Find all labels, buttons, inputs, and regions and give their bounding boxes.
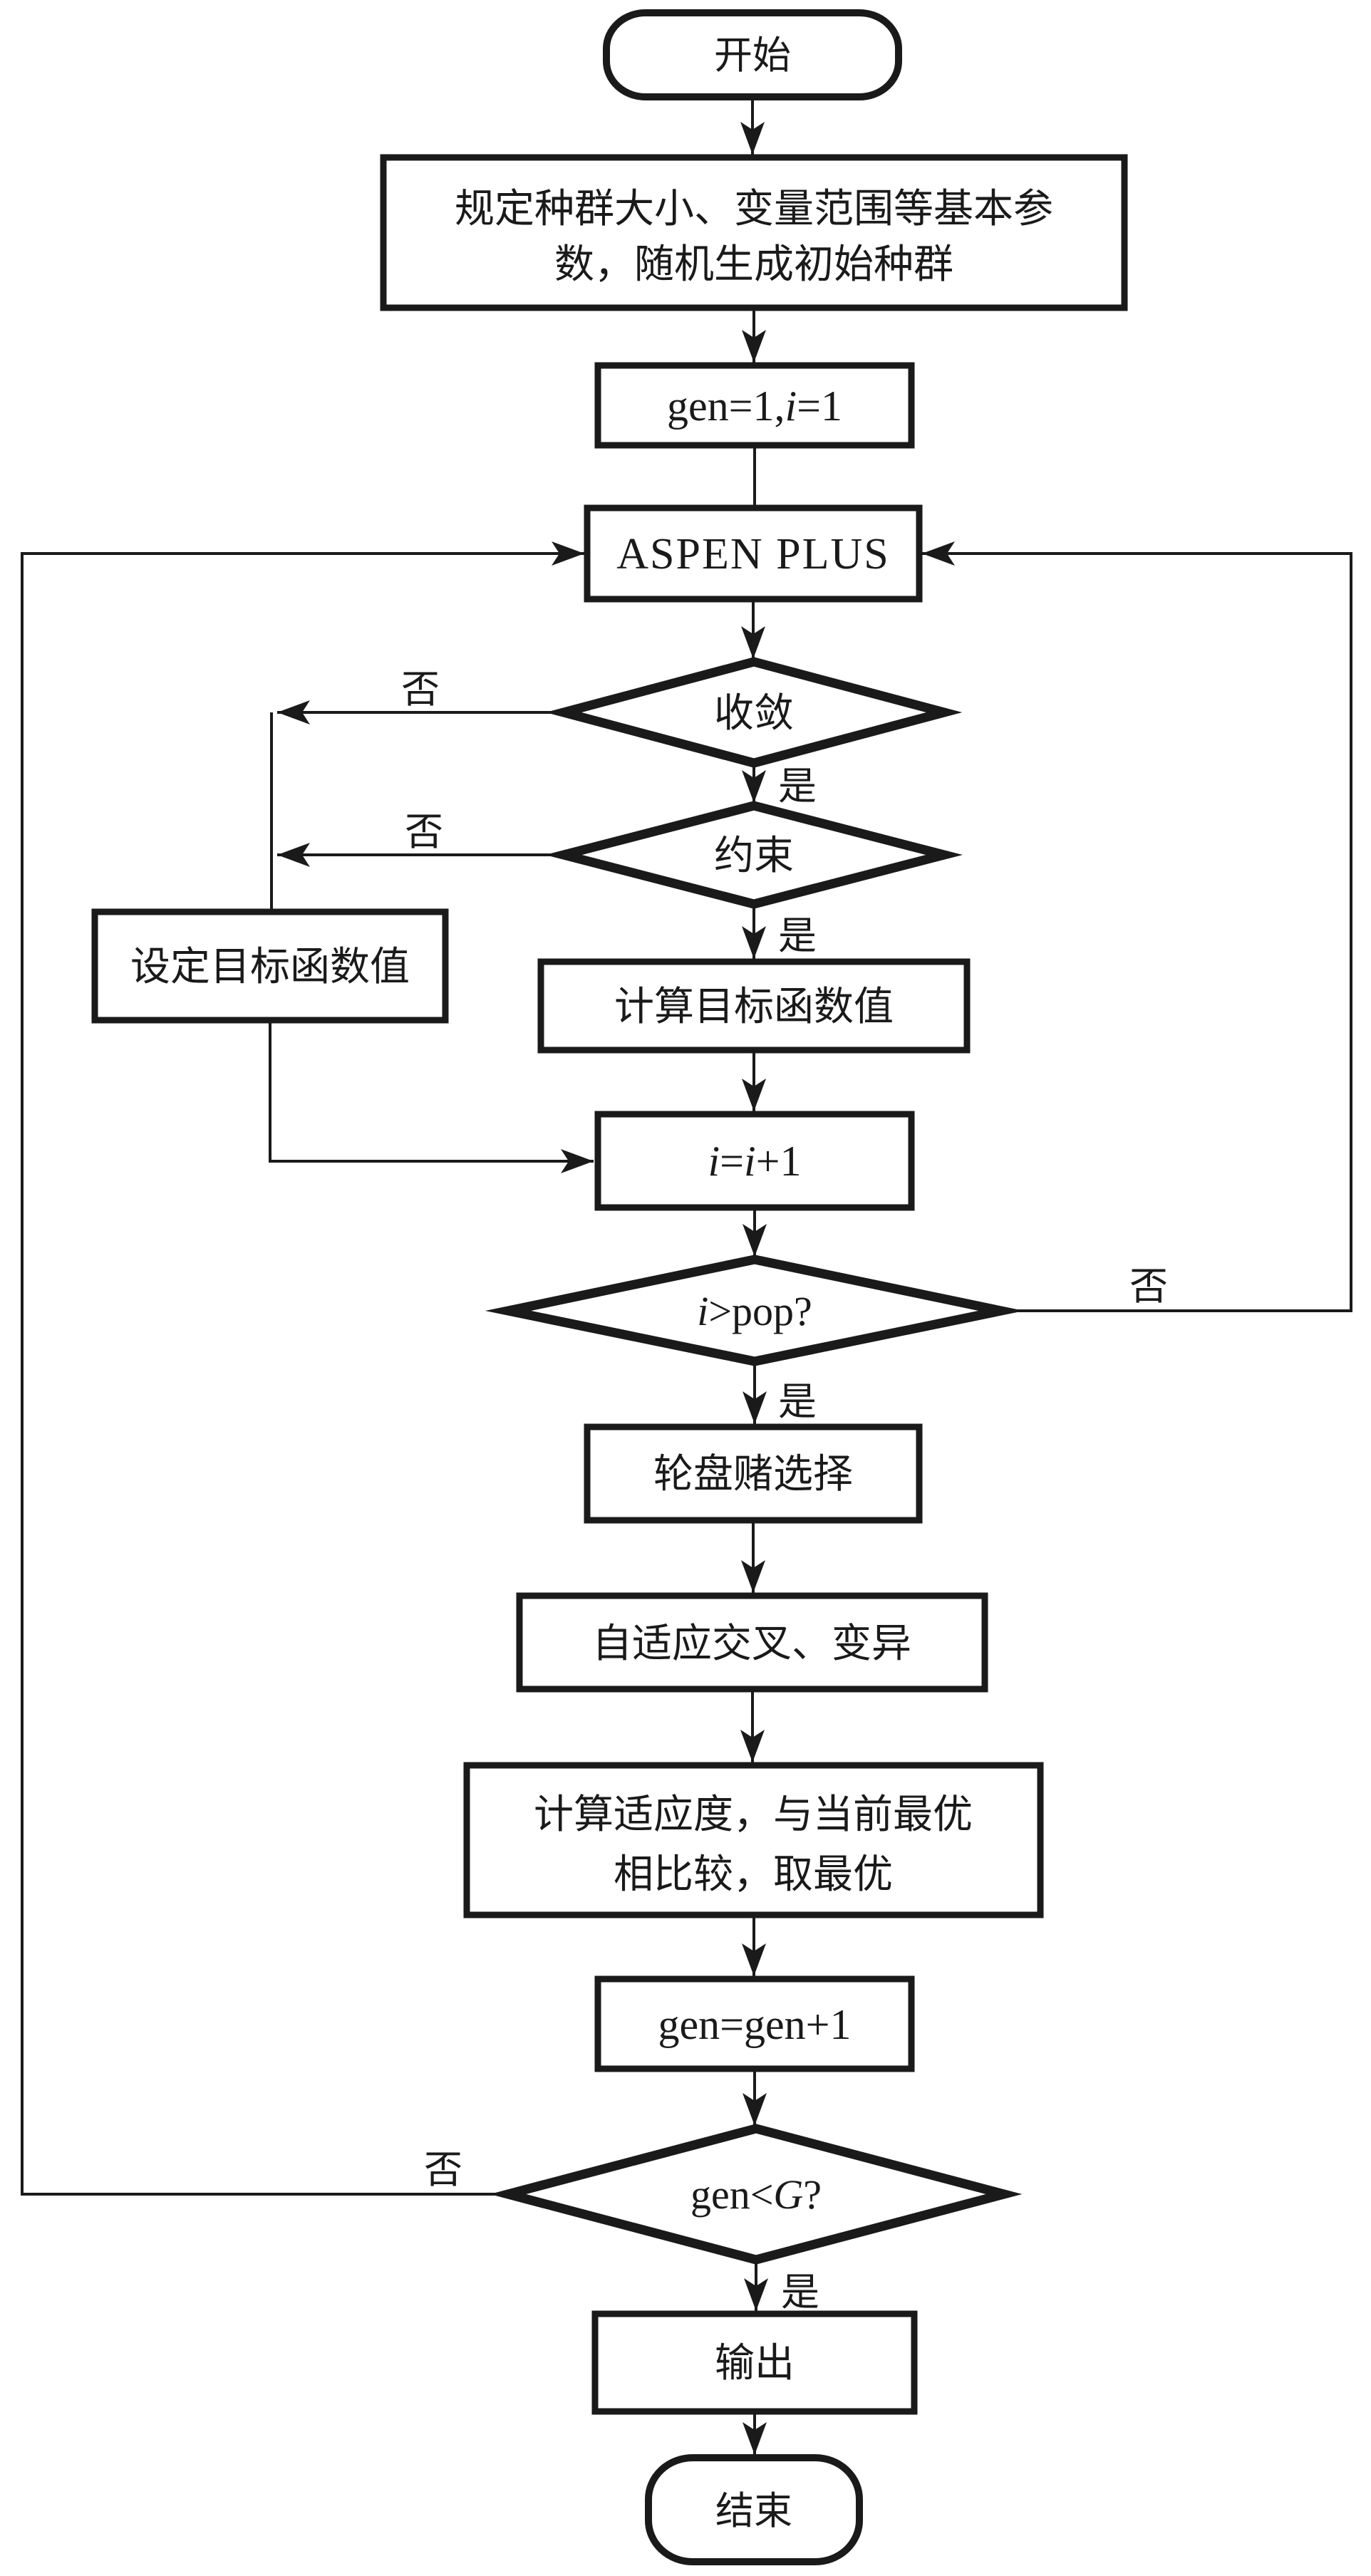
gen-init-shape <box>594 362 915 449</box>
node-roulette-selection: 轮盘赌选择 <box>584 1423 923 1524</box>
gen-check-decision-label: gen<G? <box>690 2171 822 2218</box>
gen-increment-shape <box>594 1975 915 2072</box>
set-objective-shape <box>91 908 449 1024</box>
node-constraint-decision: 约束 <box>545 801 963 909</box>
end-terminator-shape <box>645 2454 863 2565</box>
end-label: 结束 <box>715 2490 792 2533</box>
edge-gencheck-no-loop <box>21 541 584 2196</box>
gen-init-label: gen=1,i=1 <box>667 383 842 430</box>
node-gen-check-decision: gen<G? <box>490 2124 1023 2265</box>
adaptive-crossover-mutation-label: 自适应交叉、变异 <box>592 1622 911 1666</box>
init-population-label-line2: 数，随机生成初始种群 <box>554 243 953 287</box>
node-converge-decision: 收敛 <box>545 657 963 768</box>
increment-i-label: i=i+1 <box>708 1138 801 1185</box>
constraint-decision-label: 约束 <box>714 834 794 878</box>
node-adaptive-crossover-mutation: 自适应交叉、变异 <box>516 1592 988 1693</box>
popcheck-yes-label: 是 <box>778 1381 817 1423</box>
fitness-compare-label-line1: 计算适应度，与当前最优 <box>534 1793 973 1837</box>
edge-popcheck-no-loop <box>922 541 1352 1312</box>
pop-check-decision-shape <box>485 1255 1025 1366</box>
output-label: 输出 <box>715 2342 795 2386</box>
calc-objective-label: 计算目标函数值 <box>614 985 894 1029</box>
constraint-yes-label: 是 <box>778 915 817 957</box>
node-output: 输出 <box>591 2310 918 2415</box>
roulette-selection-shape <box>584 1423 923 1524</box>
node-increment-i: i=i+1 <box>594 1111 915 1211</box>
node-calc-objective: 计算目标函数值 <box>537 958 971 1054</box>
node-start: 开始 <box>603 9 902 100</box>
converge-decision-shape <box>545 657 963 768</box>
constraint-no-label: 否 <box>405 811 443 853</box>
edge-setobjective-to-inci <box>269 1020 594 1173</box>
calc-objective-shape <box>537 958 971 1054</box>
node-fitness-compare: 计算适应度，与当前最优 相比较，取最优 <box>463 1762 1044 1918</box>
set-objective-label: 设定目标函数值 <box>130 945 410 990</box>
node-pop-check-decision: i>pop? <box>485 1255 1025 1366</box>
constraint-decision-shape <box>545 801 963 909</box>
node-init-population: 规定种群大小、变量范围等基本参 数，随机生成初始种群 <box>380 154 1128 311</box>
roulette-selection-label: 轮盘赌选择 <box>653 1453 853 1497</box>
aspen-plus-label: ASPEN PLUS <box>616 530 890 578</box>
converge-no-label: 否 <box>401 668 440 711</box>
start-label: 开始 <box>714 34 791 77</box>
gen-check-decision-shape <box>490 2124 1023 2265</box>
pop-check-decision-label: i>pop? <box>697 1288 812 1334</box>
aspen-plus-shape <box>584 504 923 603</box>
node-aspen-plus: ASPEN PLUS <box>584 504 923 603</box>
fitness-compare-shape <box>463 1762 1044 1918</box>
converge-yes-label: 是 <box>778 765 817 808</box>
increment-i-shape <box>594 1111 915 1211</box>
fitness-compare-label-line2: 相比较，取最优 <box>614 1853 893 1897</box>
node-end: 结束 <box>645 2454 863 2565</box>
converge-decision-label: 收敛 <box>714 692 794 736</box>
gencheck-no-label: 否 <box>424 2149 462 2191</box>
gencheck-yes-label: 是 <box>781 2271 819 2314</box>
adaptive-crossover-mutation-shape <box>516 1592 988 1693</box>
popcheck-no-label: 否 <box>1129 1265 1168 1308</box>
node-gen-init: gen=1,i=1 <box>594 362 915 449</box>
output-shape <box>591 2310 918 2415</box>
node-set-objective: 设定目标函数值 <box>91 908 449 1024</box>
init-population-shape <box>380 154 1128 311</box>
start-terminator-shape <box>603 9 902 100</box>
node-gen-increment: gen=gen+1 <box>594 1975 915 2072</box>
gen-increment-label: gen=gen+1 <box>658 2001 852 2048</box>
init-population-label-line1: 规定种群大小、变量范围等基本参 <box>455 187 1053 232</box>
